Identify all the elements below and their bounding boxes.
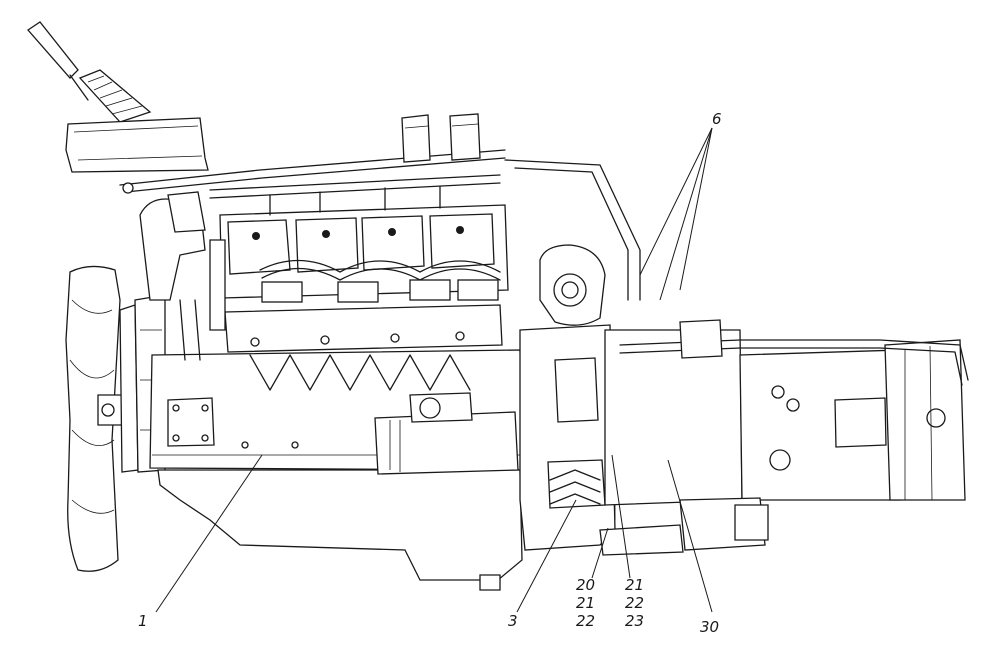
callout-30: 30 (700, 618, 719, 636)
leader-lines (155, 127, 713, 613)
callout-20: 20 (576, 576, 595, 594)
gearbox (604, 319, 969, 506)
oil-pan (157, 469, 523, 591)
callout-21-right: 21 (625, 576, 644, 594)
gear-shift-lever (27, 21, 506, 194)
callout-6: 6 (712, 110, 722, 128)
callout-3: 3 (508, 612, 518, 630)
callout-23: 23 (625, 612, 644, 630)
callout-1: 1 (138, 612, 148, 630)
callout-22-right: 22 (625, 594, 644, 612)
cylinder-heads (219, 204, 509, 299)
gearbox-brackets (599, 497, 769, 556)
callout-21-left: 21 (576, 594, 595, 612)
fuel-injection-lines (209, 174, 501, 303)
intake-pipe (139, 191, 226, 361)
callout-22-left: 22 (576, 612, 595, 630)
clutch-housing (519, 324, 616, 551)
water-pump (504, 159, 641, 326)
cooling-fan (65, 265, 126, 572)
starter-motor (374, 392, 519, 475)
exhaust-manifold (224, 304, 503, 391)
filler-caps (401, 113, 481, 163)
